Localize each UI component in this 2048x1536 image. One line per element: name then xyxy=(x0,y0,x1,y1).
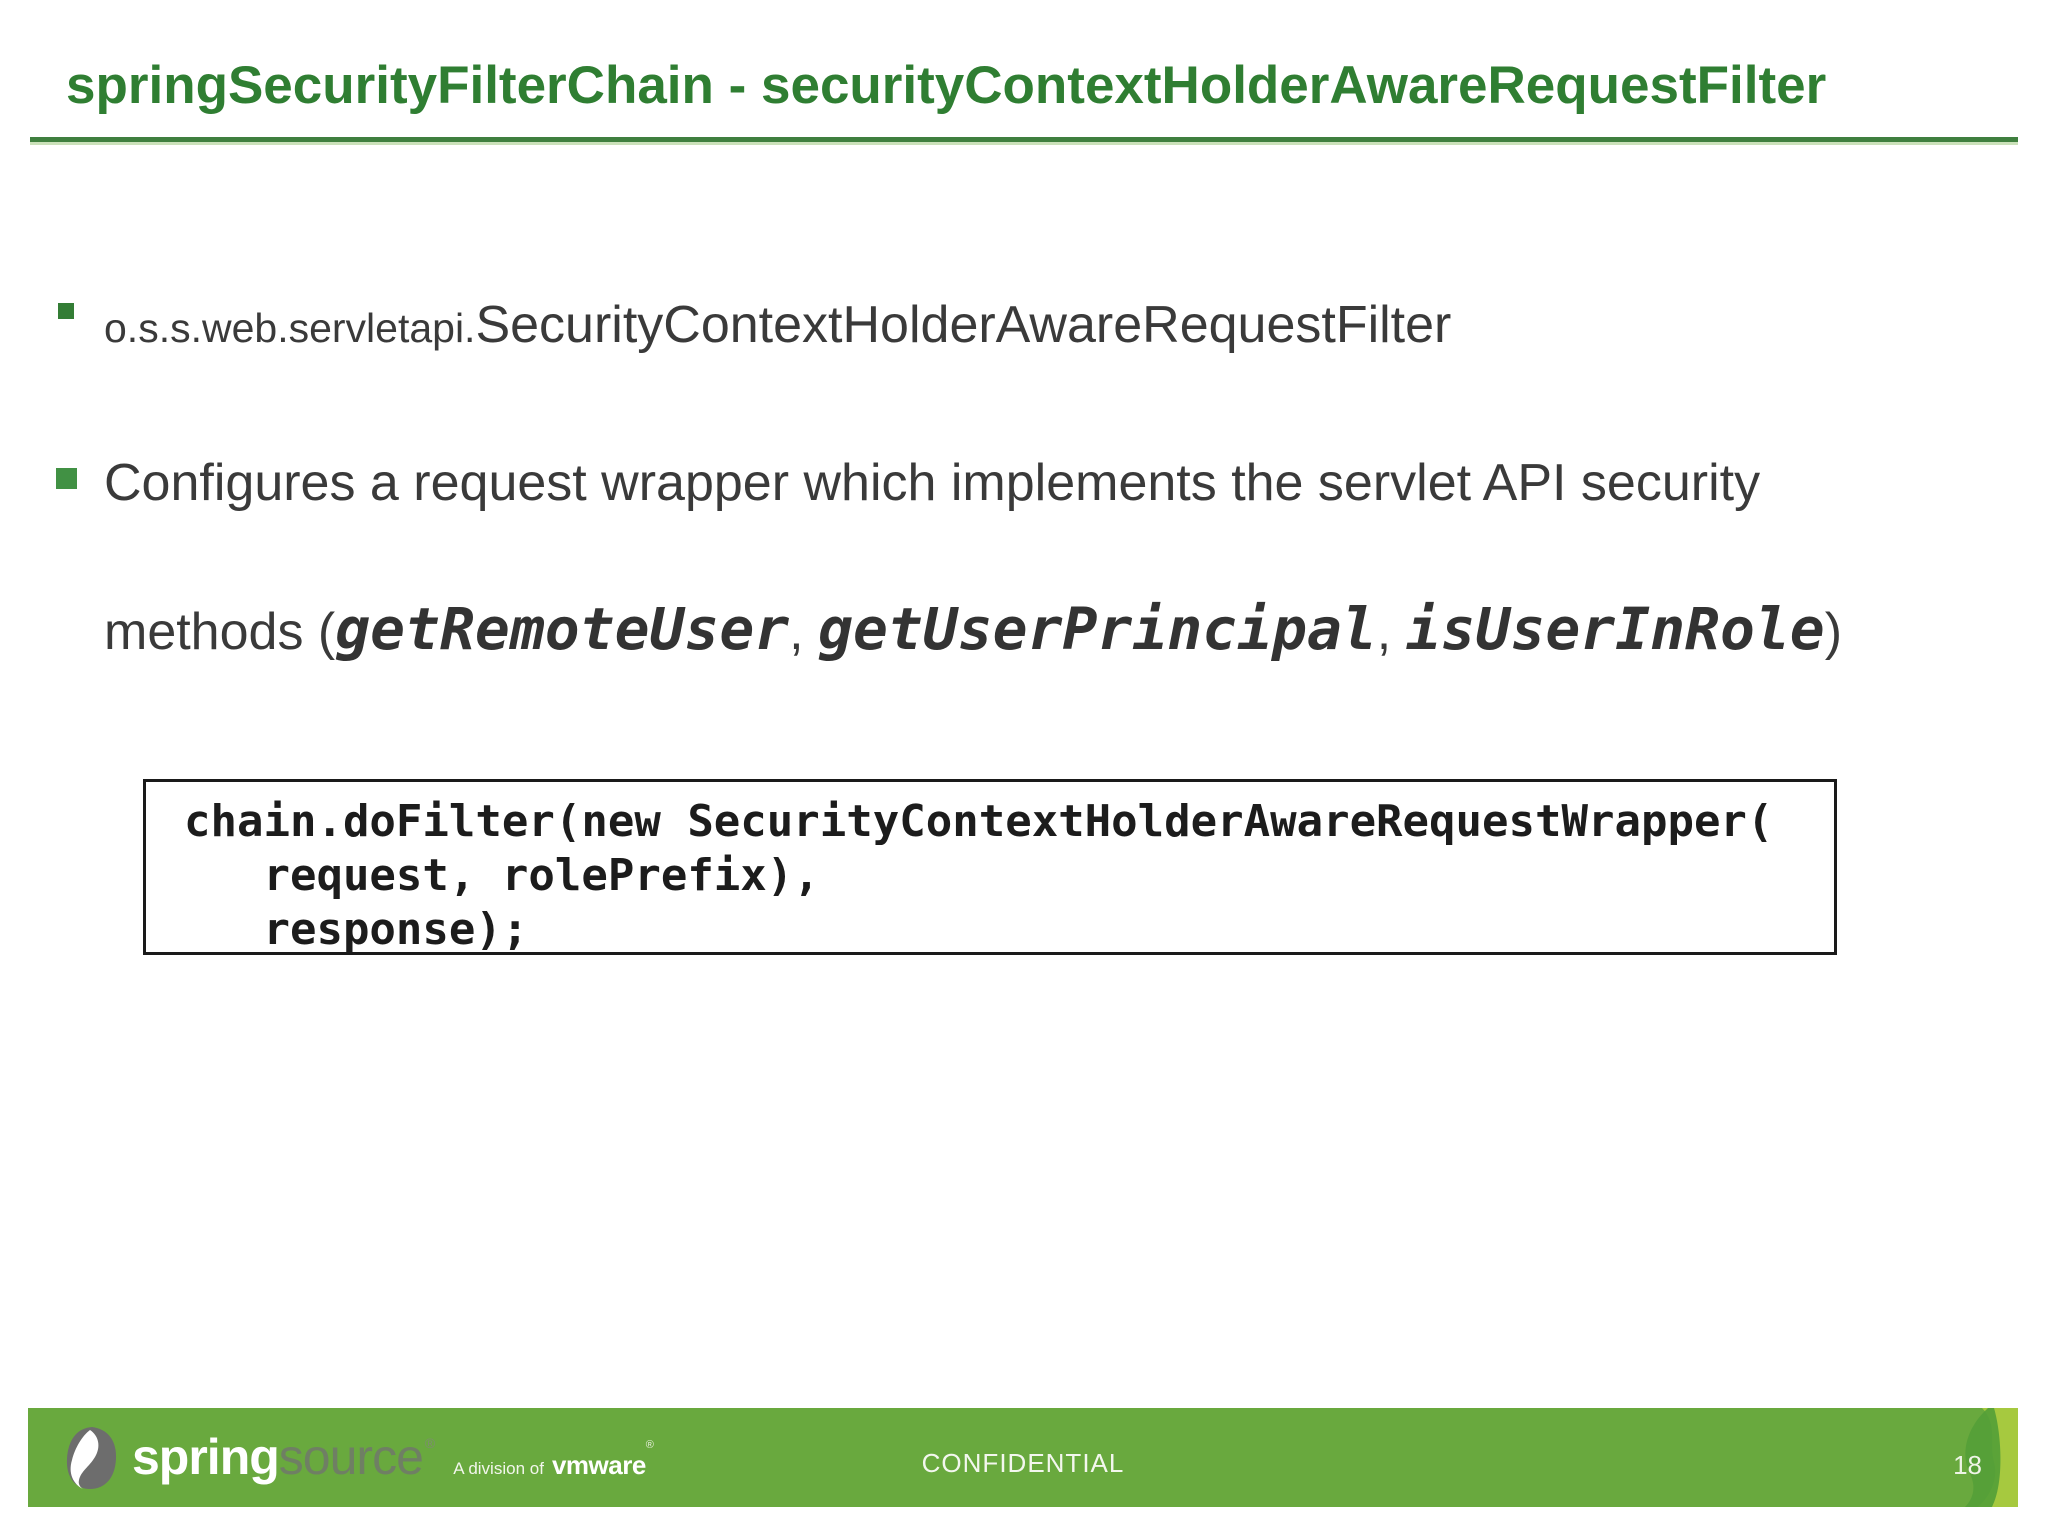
registered-mark: ® xyxy=(645,1439,654,1451)
class-name: SecurityContextHolderAwareRequestFilter xyxy=(475,296,1452,354)
brand-source-text: source xyxy=(278,1429,424,1485)
code-line: chain.doFilter(new SecurityContextHolder… xyxy=(184,796,1774,847)
slide-title: springSecurityFilterChain - securityCont… xyxy=(66,56,1827,115)
registered-mark: ® xyxy=(424,1435,436,1451)
vmware-logo-text: vmware xyxy=(551,1450,646,1480)
method-separator: , xyxy=(789,603,819,661)
division-text: A division of xyxy=(453,1459,544,1478)
methods-suffix: ) xyxy=(1824,603,1843,661)
method-get-remote-user: getRemoteUser xyxy=(335,595,790,663)
bullet2-line1: Configures a request wrapper which imple… xyxy=(104,454,1761,512)
methods-prefix: methods ( xyxy=(104,603,336,661)
leaf-decoration-icon xyxy=(1965,1408,2018,1507)
bullet2-line2: methods (getRemoteUser, getUserPrincipal… xyxy=(104,592,1842,669)
title-rule xyxy=(30,137,2018,142)
bullet1-text: o.s.s.web.servletapi.SecurityContextHold… xyxy=(104,295,1451,368)
brand-spring-text: spring xyxy=(132,1429,280,1485)
code-line: request, rolePrefix), xyxy=(184,850,820,901)
bullet-square-icon xyxy=(56,468,77,489)
confidential-label: CONFIDENTIAL xyxy=(921,1448,1125,1478)
code-box: chain.doFilter(new SecurityContextHolder… xyxy=(143,779,1837,955)
method-get-user-principal: getUserPrincipal xyxy=(818,595,1377,663)
bullet-square-icon xyxy=(58,303,74,319)
method-is-user-in-role: isUserInRole xyxy=(1405,595,1825,663)
page-number: 18 xyxy=(1953,1450,1982,1480)
package-prefix: o.s.s.web.servletapi. xyxy=(104,305,476,351)
method-separator: , xyxy=(1376,603,1406,661)
code-line: response); xyxy=(184,904,529,955)
springsource-leaf-icon xyxy=(66,1427,117,1489)
